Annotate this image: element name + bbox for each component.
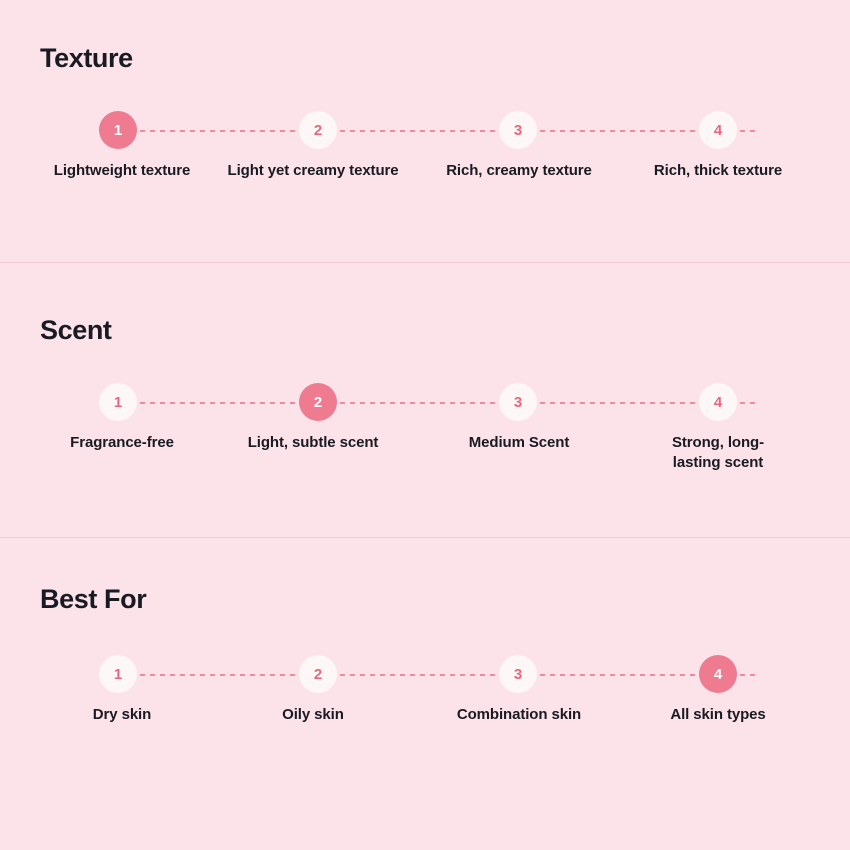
step-dot-texture-3[interactable]: 3 <box>499 111 537 149</box>
scale-connector-line <box>100 130 760 132</box>
step-dot-texture-2[interactable]: 2 <box>299 111 337 149</box>
step-dot-scent-1[interactable]: 1 <box>99 383 137 421</box>
scale-connector-line <box>100 402 760 404</box>
step-dot-scent-4[interactable]: 4 <box>699 383 737 421</box>
step-number: 1 <box>113 393 123 411</box>
step-label-best-for-2: Oily skin <box>282 706 344 723</box>
step-label-texture-4: Rich, thick texture <box>653 162 783 179</box>
step-label-scent-2: Light, subtle scent <box>247 434 379 451</box>
step-number: 3 <box>513 121 523 139</box>
scale-texture: 1 2 3 4 <box>0 111 850 151</box>
step-number: 3 <box>513 393 523 411</box>
scale-connector-line <box>100 674 760 676</box>
step-label-texture-1: Lightweight texture <box>53 162 191 179</box>
step-number: 4 <box>713 665 723 683</box>
step-number: 4 <box>713 393 723 411</box>
step-dot-best-for-3[interactable]: 3 <box>499 655 537 693</box>
step-label-best-for-3: Combination skin <box>456 706 582 723</box>
step-number: 4 <box>713 121 723 139</box>
step-label-texture-3: Rich, creamy texture <box>446 162 592 179</box>
step-label-scent-4: Strong, long-lasting scent <box>671 434 764 471</box>
step-dot-texture-1[interactable]: 1 <box>99 111 137 149</box>
section-divider-2 <box>0 537 850 538</box>
step-number: 2 <box>313 665 323 683</box>
scale-scent: 1 2 3 4 <box>0 383 850 423</box>
step-label-scent-3: Medium Scent <box>468 434 570 451</box>
section-divider-1 <box>0 262 850 263</box>
step-label-best-for-1: Dry skin <box>92 706 152 723</box>
step-number: 1 <box>113 121 123 139</box>
step-dot-best-for-2[interactable]: 2 <box>299 655 337 693</box>
section-title-scent: Scent <box>40 315 112 345</box>
step-label-scent-1: Fragrance-free <box>70 434 174 451</box>
step-number: 1 <box>113 665 123 683</box>
step-dot-scent-3[interactable]: 3 <box>499 383 537 421</box>
scale-best-for: 1 2 3 4 <box>0 655 850 695</box>
step-number: 3 <box>513 665 523 683</box>
step-label-best-for-4: All skin types <box>670 706 766 723</box>
step-dot-best-for-4[interactable]: 4 <box>699 655 737 693</box>
step-number: 2 <box>313 121 323 139</box>
section-title-texture: Texture <box>40 43 133 73</box>
step-dot-scent-2[interactable]: 2 <box>299 383 337 421</box>
step-number: 2 <box>313 393 323 411</box>
step-dot-best-for-1[interactable]: 1 <box>99 655 137 693</box>
step-label-texture-2: Light yet creamy texture <box>227 162 399 179</box>
step-dot-texture-4[interactable]: 4 <box>699 111 737 149</box>
section-title-best-for: Best For <box>40 584 147 614</box>
